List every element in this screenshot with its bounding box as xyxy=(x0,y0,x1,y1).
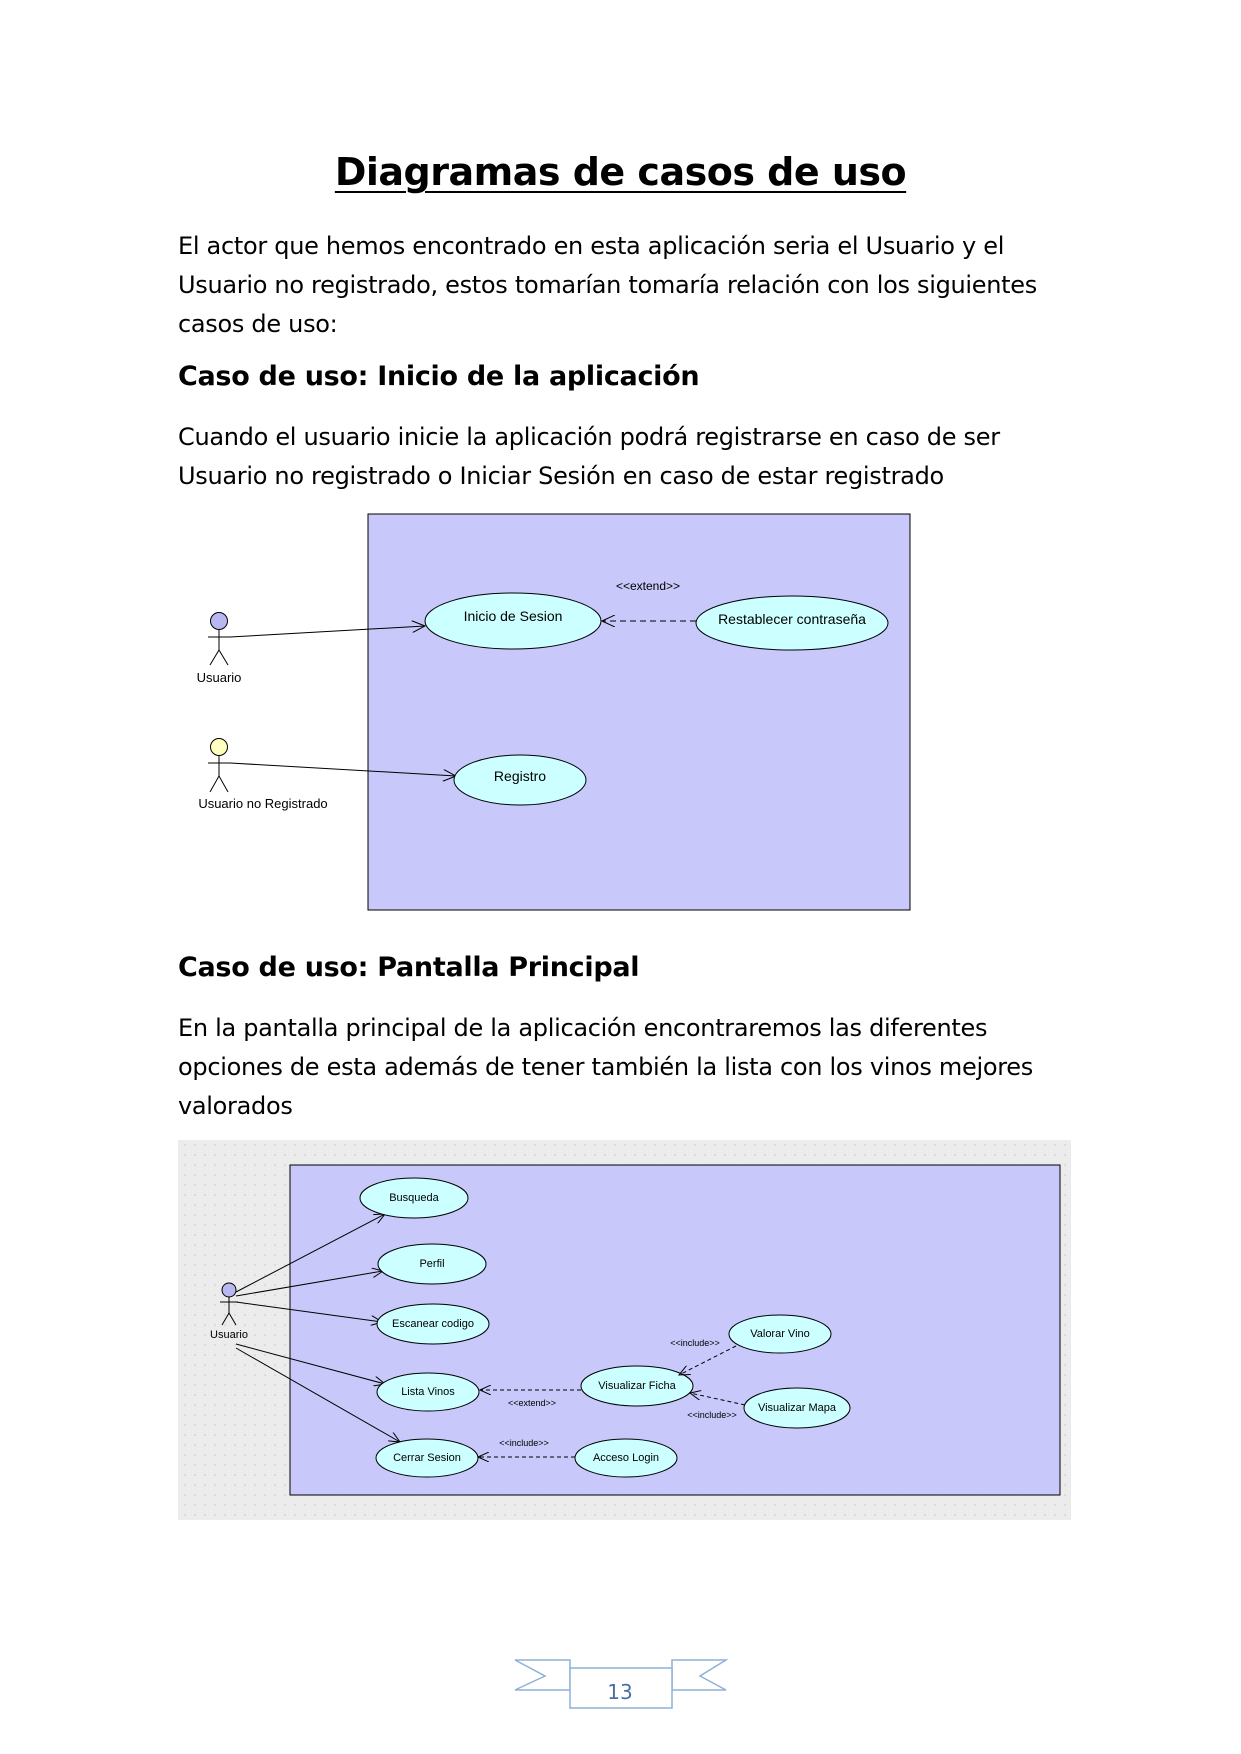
usecase-label: Inicio de Sesion xyxy=(464,608,563,624)
usecase-restablecer-contrasena xyxy=(695,595,889,651)
association-line xyxy=(235,1347,400,1442)
usecase-registro xyxy=(453,754,587,806)
section1-line: Usuario no registrado o Iniciar Sesión e… xyxy=(178,462,944,490)
actor-label: Usuario no Registrado xyxy=(198,796,327,811)
usecase-valorar-vino xyxy=(728,1314,832,1354)
usecase-label: Perfil xyxy=(419,1258,444,1270)
section2-line: opciones de esta además de tener también… xyxy=(178,1053,1033,1081)
usecase-visualizar-ficha xyxy=(580,1365,694,1407)
usecase-label: Visualizar Mapa xyxy=(758,1402,837,1414)
actor-label: Usuario xyxy=(197,670,242,685)
stereotype-label: <<extend>> xyxy=(508,1398,556,1408)
actor-usuario-no-registrado: Usuario no Registrado xyxy=(198,738,328,811)
usecase-label: Valorar Vino xyxy=(750,1328,810,1340)
association-line xyxy=(235,1271,383,1297)
usecase-label: Lista Vinos xyxy=(401,1386,455,1398)
intro-line: El actor que hemos encontrado en esta ap… xyxy=(178,232,1005,260)
intro-paragraph: El actor que hemos encontrado en esta ap… xyxy=(178,227,1078,344)
association-line xyxy=(229,626,425,638)
association-line xyxy=(229,762,456,776)
actor-usuario: Usuario xyxy=(210,1282,248,1341)
section1-heading: Caso de uso: Inicio de la aplicación xyxy=(178,361,700,392)
actor-usuario: Usuario xyxy=(197,612,242,685)
extend-stereotype: <<extend>> xyxy=(616,579,680,593)
stereotype-label: <<include>> xyxy=(687,1410,737,1420)
association-line xyxy=(235,1343,385,1384)
section2-paragraph: En la pantalla principal de la aplicació… xyxy=(178,1009,1078,1126)
section2-line: En la pantalla principal de la aplicació… xyxy=(178,1014,988,1042)
usecase-escanear-codigo xyxy=(376,1303,490,1345)
page-title: Diagramas de casos de uso xyxy=(334,150,907,194)
usecase-label: Visualizar Ficha xyxy=(598,1380,676,1392)
intro-line: Usuario no registrado, estos tomarían to… xyxy=(178,271,1037,299)
system-boundary xyxy=(367,513,911,911)
section1-line: Cuando el usuario inicie la aplicación p… xyxy=(178,423,1000,451)
usecase-perfil xyxy=(377,1243,487,1285)
include-line xyxy=(690,1393,746,1406)
page-number: 13 xyxy=(607,1680,633,1704)
usecase-label: Registro xyxy=(494,768,546,784)
usecase-visualizar-mapa xyxy=(743,1387,851,1429)
usecase-label: Cerrar Sesion xyxy=(393,1452,461,1464)
usecase-label: Acceso Login xyxy=(593,1452,659,1464)
association-line xyxy=(235,1301,382,1322)
usecase-acceso-login xyxy=(574,1438,678,1478)
usecase-label: Restablecer contraseña xyxy=(718,611,866,627)
association-line xyxy=(235,1214,385,1293)
actor-label: Usuario xyxy=(210,1329,248,1341)
include-line xyxy=(679,1345,737,1375)
usecase-label: Busqueda xyxy=(389,1192,439,1204)
stereotype-label: <<include>> xyxy=(499,1438,549,1448)
section2-heading: Caso de uso: Pantalla Principal xyxy=(178,952,640,983)
intro-line: casos de uso: xyxy=(178,310,338,338)
usecase-busqueda xyxy=(359,1177,469,1219)
usecase-label: Escanear codigo xyxy=(392,1318,474,1330)
section1-paragraph: Cuando el usuario inicie la aplicación p… xyxy=(178,418,1078,496)
section2-line: valorados xyxy=(178,1092,293,1120)
stereotype-label: <<include>> xyxy=(670,1338,720,1348)
